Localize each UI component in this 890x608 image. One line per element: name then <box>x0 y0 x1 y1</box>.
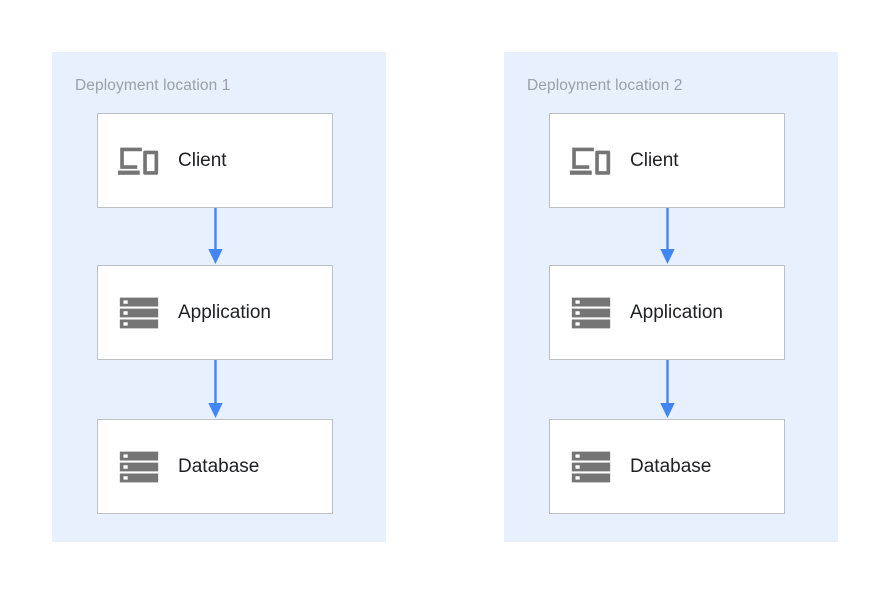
arrow-application-to-database-2 <box>659 360 676 419</box>
arrow-application-to-database-1 <box>207 360 224 419</box>
node-client-1[interactable]: Client <box>97 113 333 208</box>
arrow-client-to-application-1 <box>207 208 224 265</box>
server-icon <box>568 444 614 490</box>
server-icon <box>116 444 162 490</box>
node-label-application-2: Application <box>630 301 723 323</box>
devices-icon <box>116 138 162 184</box>
node-label-client-2: Client <box>630 149 679 171</box>
deployment-zone-1: Deployment location 1 Client <box>52 52 386 542</box>
server-icon <box>116 290 162 336</box>
deployment-zone-2: Deployment location 2 Client <box>504 52 838 542</box>
zone-title-1: Deployment location 1 <box>75 77 231 94</box>
node-application-2[interactable]: Application <box>549 265 785 360</box>
node-database-1[interactable]: Database <box>97 419 333 514</box>
devices-icon <box>568 138 614 184</box>
arrow-client-to-application-2 <box>659 208 676 265</box>
node-application-1[interactable]: Application <box>97 265 333 360</box>
zone-title-2: Deployment location 2 <box>527 77 683 94</box>
node-label-database-2: Database <box>630 455 712 477</box>
node-label-application-1: Application <box>178 301 271 323</box>
server-icon <box>568 290 614 336</box>
node-client-2[interactable]: Client <box>549 113 785 208</box>
node-label-client-1: Client <box>178 149 227 171</box>
node-database-2[interactable]: Database <box>549 419 785 514</box>
node-label-database-1: Database <box>178 455 260 477</box>
